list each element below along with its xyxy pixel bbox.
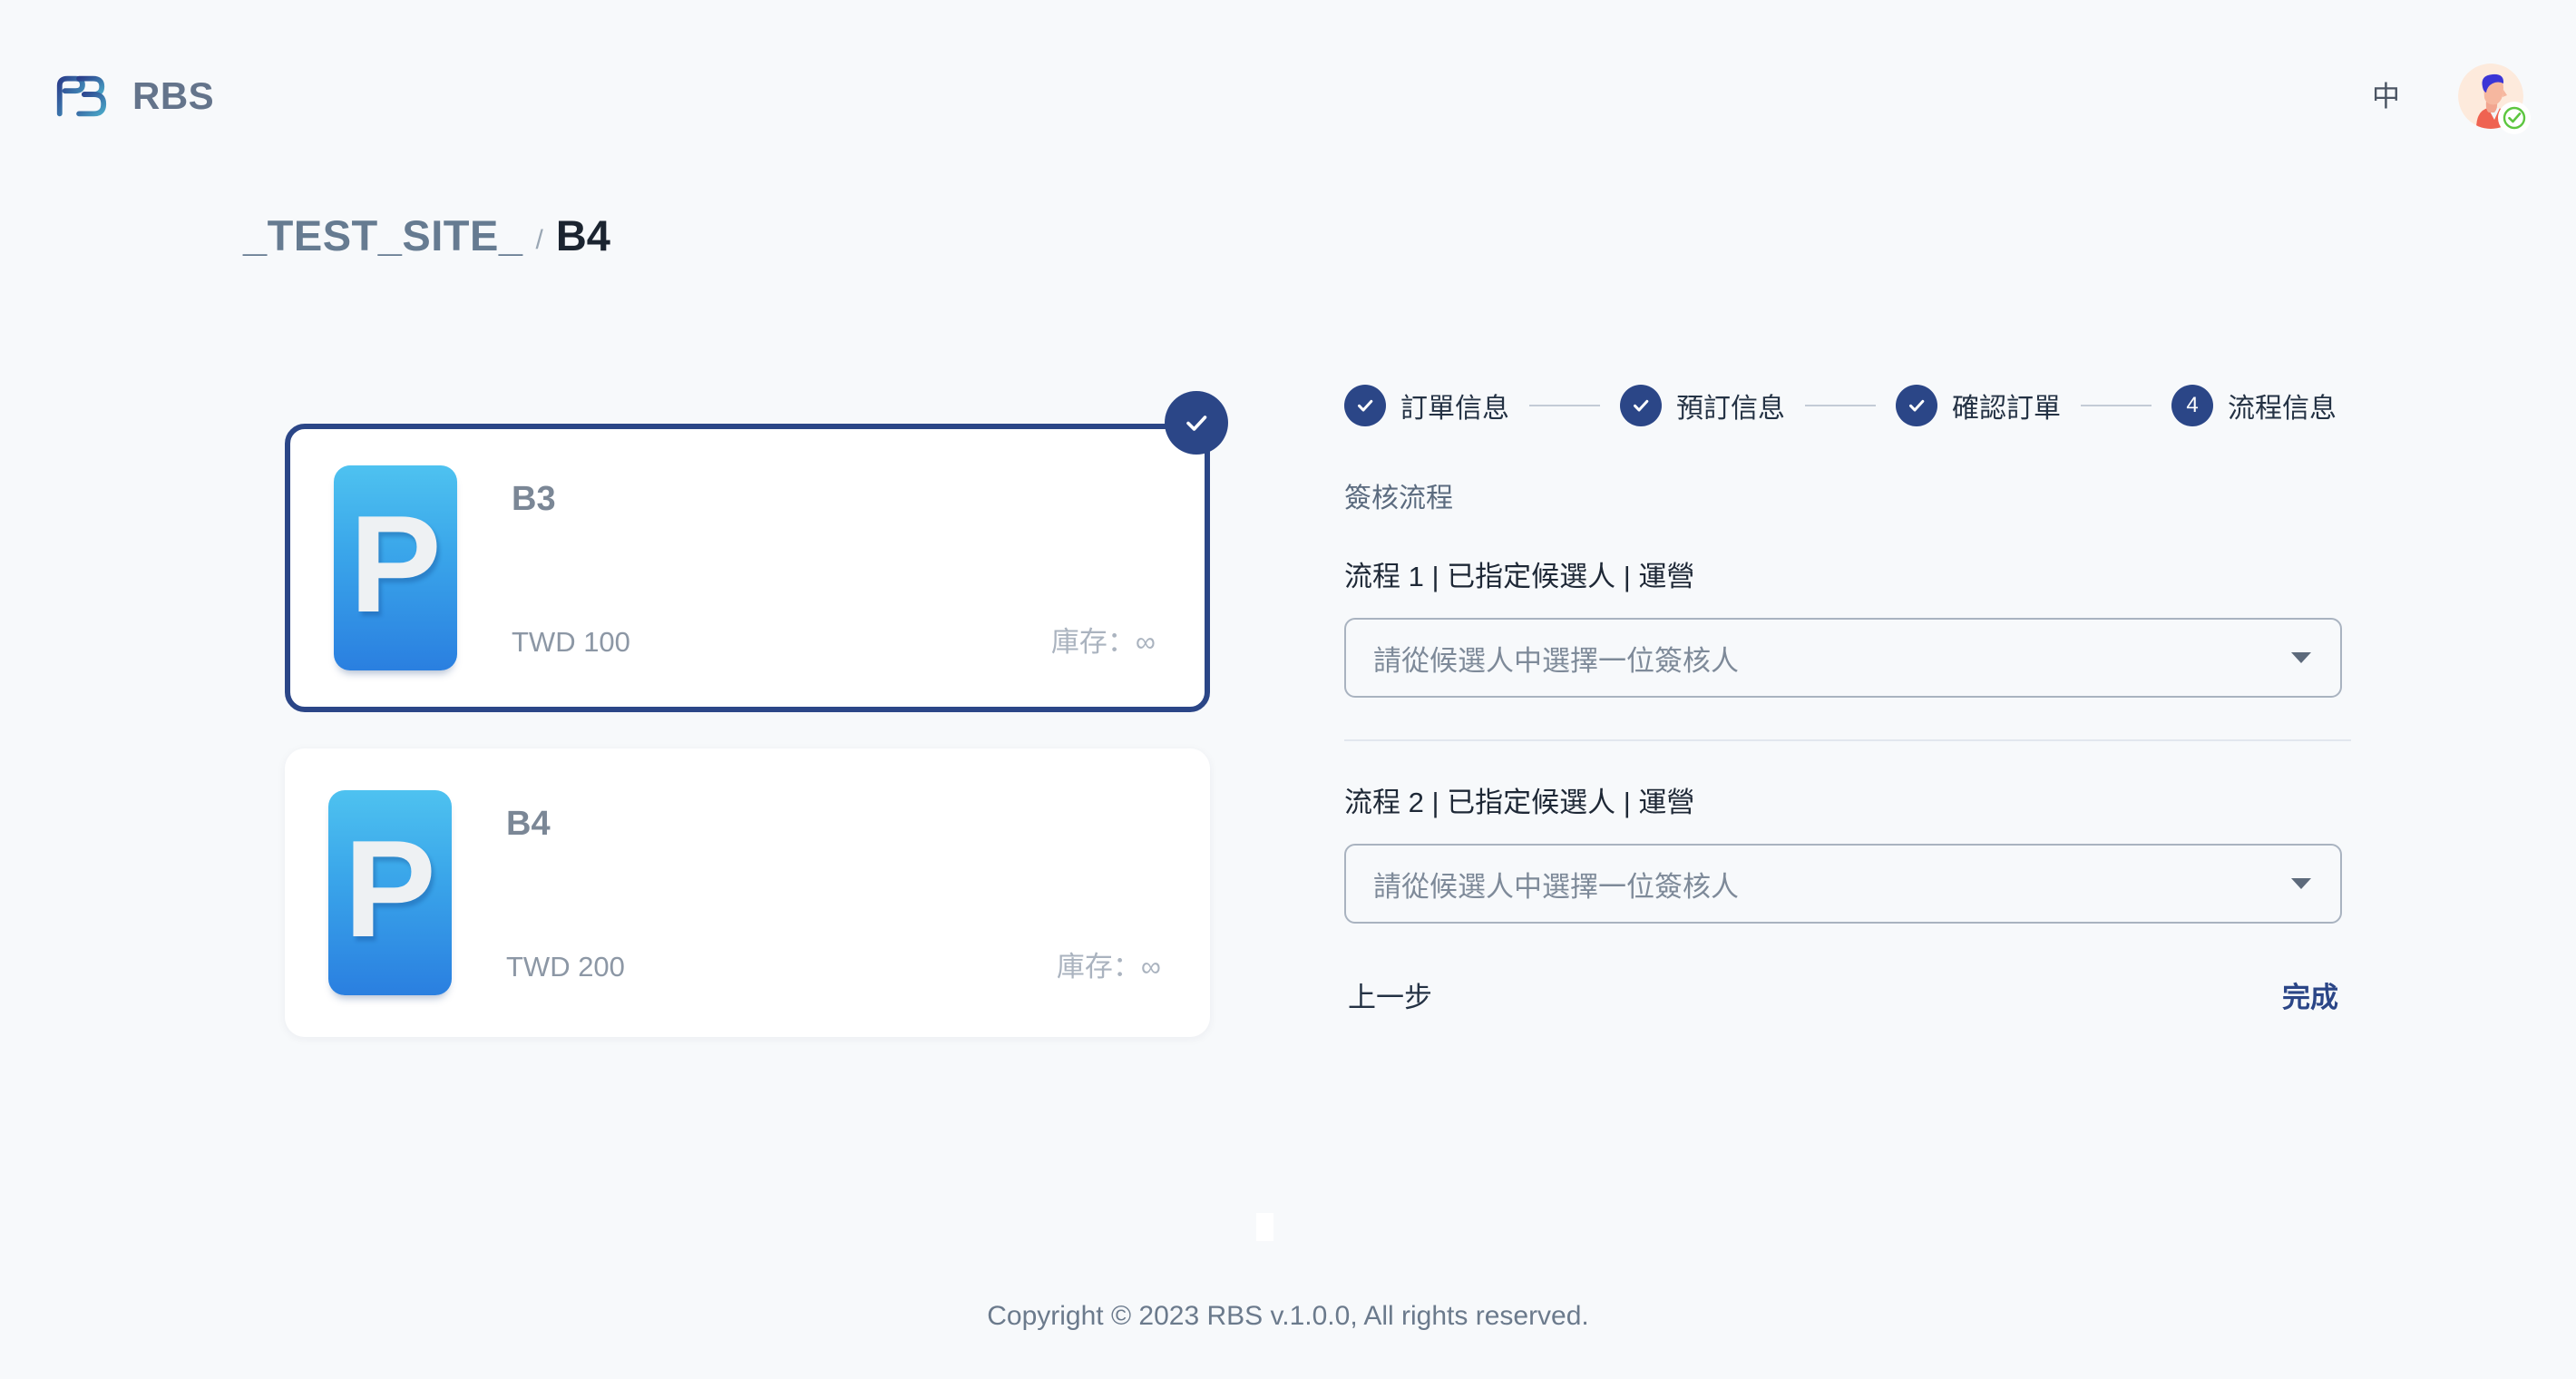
stepper-step-1[interactable]: 訂單信息 [1344,385,1509,426]
breadcrumb-separator: / [535,225,543,255]
section-title: 簽核流程 [1344,484,1453,513]
stepper-step-label: 預訂信息 [1676,394,1785,424]
language-switch-button[interactable]: 中 [2372,80,2400,112]
finish-button[interactable]: 完成 [2278,969,2342,1021]
verified-check-icon [2498,102,2531,134]
product-thumbnail-glyph: P [344,812,436,966]
product-list: P B3 TWD 100 庫存：∞ P B4 TWD 200 庫存：∞ [285,391,1228,1037]
product-stock: 庫存：∞ [1050,626,1156,658]
form-actions: 上一步 完成 [1344,969,2342,1021]
product-info: B3 TWD 100 庫存：∞ [512,465,1205,670]
chevron-down-icon [2291,878,2311,889]
stepper-step-3[interactable]: 確認訂單 [1896,385,2061,426]
breadcrumb-site[interactable]: _TEST_SITE_ [243,211,523,259]
approval-flow-group-1: 流程 1 | 已指定候選人 | 運營 請從候選人中選擇一位簽核人 [1344,553,2351,698]
field-label: 流程 2 | 已指定候選人 | 運營 [1344,787,1695,818]
rbs-monogram-icon [56,75,107,117]
step-done-check-icon [1896,385,1937,426]
checkout-panel: 訂單信息 預訂信息 確認訂單 [1344,379,2351,1021]
product-meta: TWD 200 庫存：∞ [506,944,1161,984]
stepper-step-label: 訂單信息 [1400,394,1509,424]
approver-select-1[interactable]: 請從候選人中選擇一位簽核人 [1344,618,2342,698]
approver-select-placeholder: 請從候選人中選擇一位簽核人 [1373,870,1739,903]
step-done-check-icon [1620,385,1662,426]
step-done-check-icon [1344,385,1386,426]
product-name: B4 [506,805,551,843]
stepper-connector [1529,405,1600,406]
stepper-step-label: 確認訂單 [1952,394,2061,424]
step-number-badge: 4 [2171,385,2213,426]
stepper-connector [1805,405,1876,406]
stepper-step-2[interactable]: 預訂信息 [1620,385,1785,426]
stepper-step-label: 流程信息 [2228,394,2337,424]
approver-select-2[interactable]: 請從候選人中選擇一位簽核人 [1344,844,2342,924]
product-card-selected[interactable]: P B3 TWD 100 庫存：∞ [285,391,1228,712]
product-thumbnail: P [328,790,452,995]
page-title: B4 [555,211,610,259]
product-meta: TWD 100 庫存：∞ [512,619,1156,660]
product-stock: 庫存：∞ [1056,951,1161,983]
avatar[interactable] [2458,64,2531,134]
field-label: 流程 1 | 已指定候選人 | 運營 [1344,561,1695,592]
product-price: TWD 200 [506,951,625,983]
stepper-step-4-active[interactable]: 4 流程信息 [2171,385,2337,426]
chevron-down-icon [2291,652,2311,663]
previous-step-button[interactable]: 上一步 [1344,969,1436,1021]
check-icon [1165,391,1228,455]
product-name: B3 [512,480,556,518]
render-artifact [1256,1213,1273,1241]
app-header: RBS 中 [0,0,2576,192]
product-card[interactable]: P B4 TWD 200 庫存：∞ [285,748,1210,1037]
brand[interactable]: RBS [53,60,214,132]
step-number: 4 [2186,393,2199,417]
approval-flow-group-2: 流程 2 | 已指定候選人 | 運營 請從候選人中選擇一位簽核人 [1344,739,2351,924]
brand-name: RBS [132,74,215,117]
product-price: TWD 100 [512,626,630,658]
product-thumbnail: P [334,465,457,670]
header-actions: 中 [2365,55,2531,137]
product-info: B4 TWD 200 庫存：∞ [506,790,1210,995]
approver-select-placeholder: 請從候選人中選擇一位簽核人 [1373,644,1739,677]
stepper: 訂單信息 預訂信息 確認訂單 [1344,379,2351,432]
footer-copyright: Copyright © 2023 RBS v.1.0.0, All rights… [987,1301,1589,1331]
stepper-connector [2081,405,2152,406]
product-thumbnail-glyph: P [349,487,442,641]
breadcrumb: _TEST_SITE_ / B4 [243,210,610,260]
